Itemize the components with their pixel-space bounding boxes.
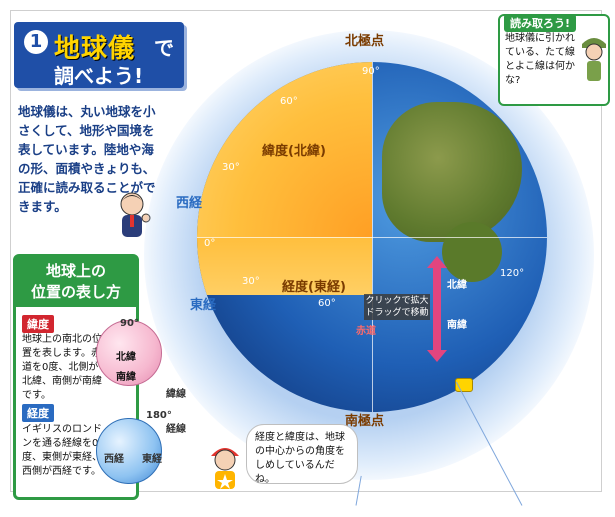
lat-90-label: 90°	[120, 318, 139, 329]
deg-90: 90°	[362, 66, 380, 77]
deg-0: 0°	[204, 238, 216, 249]
equator-label: 赤道	[356, 326, 376, 337]
longitude-description: イギリスのロンドンを通る経線を0度、東側が東経、西側が西経です。	[22, 424, 102, 477]
equator-line	[197, 237, 547, 238]
latitude-wedge	[197, 62, 372, 237]
latitude-mini-globe	[96, 320, 162, 386]
deg-120: 120°	[500, 268, 525, 279]
east-longitude-label: 東経	[190, 298, 217, 313]
south-latitude-label: 南緯	[447, 320, 467, 331]
asia-landmass	[382, 102, 522, 242]
title-box: 1 地球儀 で 調べよう!	[14, 22, 184, 88]
tooltip-line2: ドラッグで移動	[365, 308, 429, 318]
title-number: 1	[24, 30, 48, 54]
deg-30: 30°	[222, 162, 240, 173]
deg-30b: 30°	[242, 276, 260, 287]
north-lat-label: 北緯	[116, 352, 136, 363]
position-heading: 地球上の 位置の表し方	[16, 257, 136, 307]
west-longitude-label: 西経	[176, 196, 203, 211]
deg-60: 60°	[280, 96, 298, 107]
title-suffix: で	[154, 36, 174, 60]
east-lon-label: 東経	[142, 454, 162, 465]
longitude-mini-globe	[96, 418, 162, 484]
position-heading-line1: 地球上の	[45, 262, 106, 280]
title-line2: 調べよう!	[54, 64, 144, 88]
latitude-label: 緯度(北緯)	[262, 144, 326, 159]
page-frame	[10, 10, 602, 492]
longitude-label: 経度(東経)	[282, 280, 346, 295]
tooltip-line1: クリックで拡大	[365, 296, 429, 306]
south-pole-label: 南極点	[345, 414, 385, 429]
latitude-badge: 緯度	[22, 315, 54, 333]
read-badge: 読み取ろう!	[504, 14, 577, 32]
read-text: 地球儀に引かれている、たて線とよこ線は何かな?	[505, 33, 575, 86]
speech-bubble: 経度と緯度は、地球の中心からの角度をしめしているんだね。	[246, 424, 358, 485]
kid-with-cap-icon	[211, 448, 239, 489]
latitude-description: 地球上の南北の位置を表します。赤道を0度、北側が北緯、南側が南緯です。	[22, 334, 102, 401]
intro-text: 地球儀は、丸い地球を小さくして、地形や国境を表しています。陸地や海の形、面積やき…	[18, 104, 156, 214]
read-box: 読み取ろう! 地球儀に引かれている、たて線とよこ線は何かな?	[498, 14, 610, 106]
india-landmass	[442, 222, 502, 282]
north-pole-label: 北極点	[345, 34, 385, 49]
position-legend-box: 地球上の 位置の表し方 緯度 地球上の南北の位置を表します。赤道を0度、北側が北…	[13, 254, 139, 500]
girl-character-icon	[582, 38, 606, 81]
longitude-wedge	[197, 237, 372, 295]
deg-60b: 60°	[318, 298, 336, 309]
longitude-badge: 経度	[22, 404, 54, 422]
west-lon-label: 西経	[104, 454, 124, 465]
north-latitude-label: 北緯	[447, 280, 467, 291]
title-line1: 地球儀	[54, 34, 136, 64]
lon-180-label: 180°	[146, 410, 172, 421]
zoom-tooltip: クリックで拡大 ドラッグで移動	[364, 294, 430, 320]
meridian-line-label: 経線	[166, 424, 186, 435]
position-heading-line2: 位置の表し方	[30, 283, 121, 301]
globe[interactable]	[197, 62, 547, 412]
south-lat-label: 南緯	[116, 372, 136, 383]
north-south-arrow	[427, 256, 447, 362]
parallel-line-label: 緯線	[166, 389, 186, 400]
